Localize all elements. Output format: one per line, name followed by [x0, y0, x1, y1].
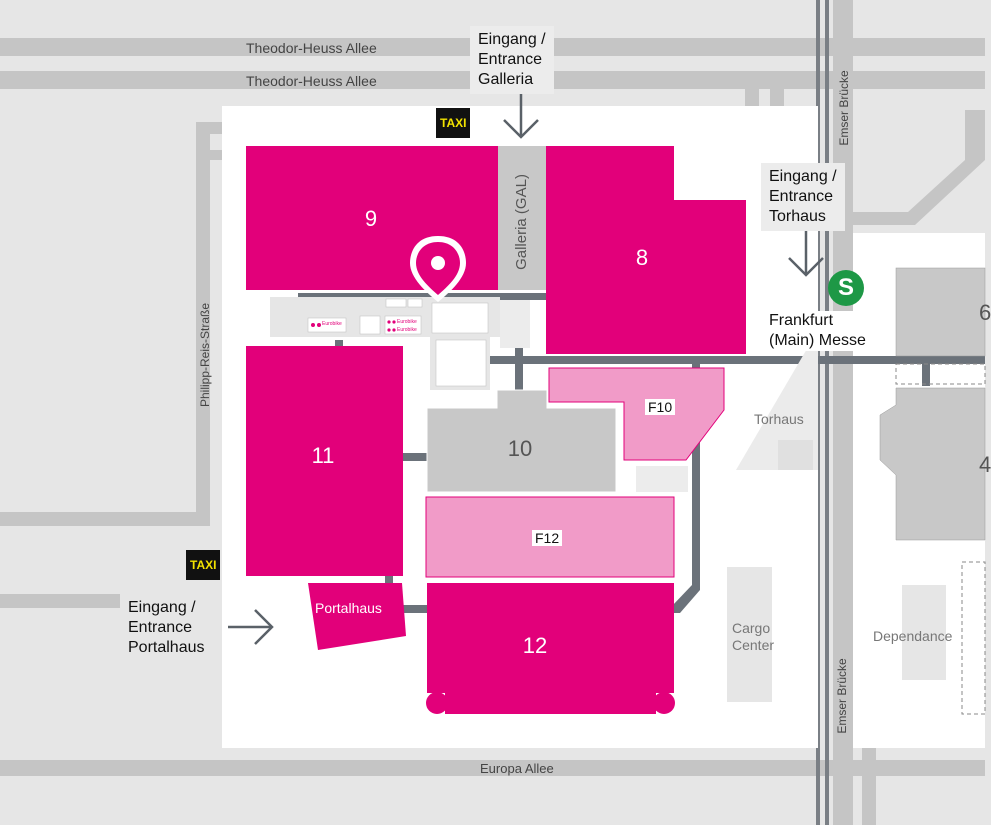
hall-8[interactable] — [546, 146, 746, 354]
hall-f12-label: F12 — [532, 530, 563, 546]
station-name-line1: Frankfurt — [769, 312, 834, 329]
booth-cell — [431, 302, 489, 334]
road-left-portal — [0, 594, 120, 608]
walkway-east — [490, 356, 985, 364]
arrow-torhaus — [788, 229, 824, 277]
road-philipp-reis-top — [196, 122, 226, 134]
booth-dot — [317, 323, 321, 327]
booth-dots — [311, 320, 396, 332]
booth-eurobike-3[interactable]: Eurobike — [397, 327, 417, 333]
station-label[interactable]: Frankfurt (Main) Messe — [767, 311, 868, 351]
hall-10-label: 10 — [507, 436, 533, 461]
hall-4-label: 4 — [979, 452, 991, 477]
booth-dot — [387, 328, 391, 332]
booth-cell — [359, 315, 381, 335]
entrance-galleria-label[interactable]: Eingang / Entrance Galleria — [470, 26, 554, 94]
booth-cell — [435, 339, 487, 387]
booth-cell — [407, 298, 423, 308]
walkway-11-10 — [390, 453, 430, 461]
torhaus-building[interactable] — [736, 330, 818, 470]
entrance-galleria-line1: Eingang / — [478, 31, 546, 48]
hall-6-label: 6 — [979, 300, 991, 325]
booth-dot — [392, 328, 396, 332]
road-diagonal-top-right — [853, 110, 985, 225]
taxi-icon-top[interactable]: TAXI — [436, 108, 471, 138]
arrow-galleria — [503, 92, 539, 139]
hall-12-tower-left — [426, 692, 448, 714]
road-europa-allee — [0, 760, 985, 776]
label-emser-bottom: Emser Brücke — [835, 658, 849, 734]
entrance-torhaus-line2: Entrance — [769, 188, 834, 205]
portalhaus[interactable] — [308, 583, 406, 650]
booth-eurobike-1[interactable]: Eurobike — [322, 321, 342, 327]
road-stub-2 — [770, 88, 784, 108]
road-philipp-reis-join — [196, 150, 226, 160]
portalhaus-label: Portalhaus — [315, 600, 382, 616]
hall-6-outline — [895, 363, 986, 385]
hall-12-tower-right — [653, 692, 675, 714]
entrance-torhaus-line3: Torhaus — [769, 208, 826, 225]
taxi-icon-left[interactable]: TAXI — [186, 550, 221, 580]
hall-6[interactable] — [895, 267, 986, 357]
road-stub — [745, 88, 759, 108]
booth-dot — [311, 323, 315, 327]
entrance-torhaus-label[interactable]: Eingang / Entrance Torhaus — [761, 163, 845, 231]
galleria-building[interactable] — [498, 146, 546, 290]
entrance-torhaus-line1: Eingang / — [769, 168, 837, 185]
sbahn-badge-letter: S — [837, 274, 854, 301]
label-theodor-heuss-bottom: Theodor-Heuss Allee — [246, 73, 377, 89]
entrance-portalhaus-label[interactable]: Eingang / Entrance Portalhaus — [128, 598, 205, 658]
booth-cell — [307, 317, 347, 333]
dependance-building[interactable] — [902, 585, 946, 680]
hall-12-label: 12 — [522, 633, 548, 658]
label-philipp-reis: Philipp-Reis-Straße — [198, 303, 212, 407]
walkway-corner — [672, 585, 700, 613]
label-galleria: Galleria (GAL) — [513, 174, 530, 270]
hall-8-label: 8 — [635, 245, 649, 270]
label-europa-allee: Europa Allee — [480, 761, 554, 776]
entrance-portalhaus-line1: Eingang / — [128, 599, 196, 616]
location-pin-icon[interactable] — [410, 236, 466, 302]
torhaus-label: Torhaus — [754, 411, 804, 427]
cargo-center-label: Cargo Center — [732, 620, 774, 654]
walkway-east-stub — [922, 356, 930, 386]
booth-dot — [387, 320, 391, 324]
road-left-lower — [0, 512, 210, 526]
east-outline — [961, 561, 986, 715]
hall-11[interactable] — [246, 346, 403, 576]
entrance-portalhaus-line2: Entrance — [128, 619, 193, 636]
hall-9-label: 9 — [364, 206, 378, 231]
walkway-east-vertical — [692, 362, 700, 590]
cargo-center-line1: Cargo — [732, 620, 771, 636]
hall-11-label: 11 — [311, 443, 335, 468]
hall-12[interactable] — [427, 583, 674, 693]
small-building — [636, 466, 688, 492]
sbahn-icon[interactable] — [828, 270, 864, 306]
booth-eurobike-2[interactable]: Eurobike — [397, 319, 417, 325]
hall-12-base — [445, 688, 656, 714]
hall-f10-label: F10 — [645, 399, 676, 415]
dependance-label: Dependance — [873, 628, 953, 644]
label-emser-top: Emser Brücke — [837, 70, 851, 146]
cargo-center-line2: Center — [732, 637, 775, 653]
hall-4[interactable] — [879, 387, 986, 541]
entrance-galleria-line2: Entrance — [478, 51, 543, 68]
station-name-line2: (Main) Messe — [769, 332, 866, 349]
rail-line-2 — [825, 0, 829, 825]
walkway-top — [298, 293, 548, 300]
hall-f10[interactable] — [548, 367, 725, 461]
entrance-galleria-line3: Galleria — [478, 71, 534, 88]
road-philipp-reis — [196, 122, 210, 526]
entrance-portalhaus-line3: Portalhaus — [128, 639, 205, 656]
hall-10[interactable] — [426, 389, 617, 493]
cargo-center-building[interactable] — [727, 567, 772, 702]
label-theodor-heuss-top: Theodor-Heuss Allee — [246, 40, 377, 56]
torhaus-annex — [778, 440, 813, 470]
booth-area-side — [500, 300, 530, 348]
arrow-portalhaus — [228, 609, 274, 645]
booth-cell — [385, 298, 407, 308]
booth-dot — [392, 320, 396, 324]
